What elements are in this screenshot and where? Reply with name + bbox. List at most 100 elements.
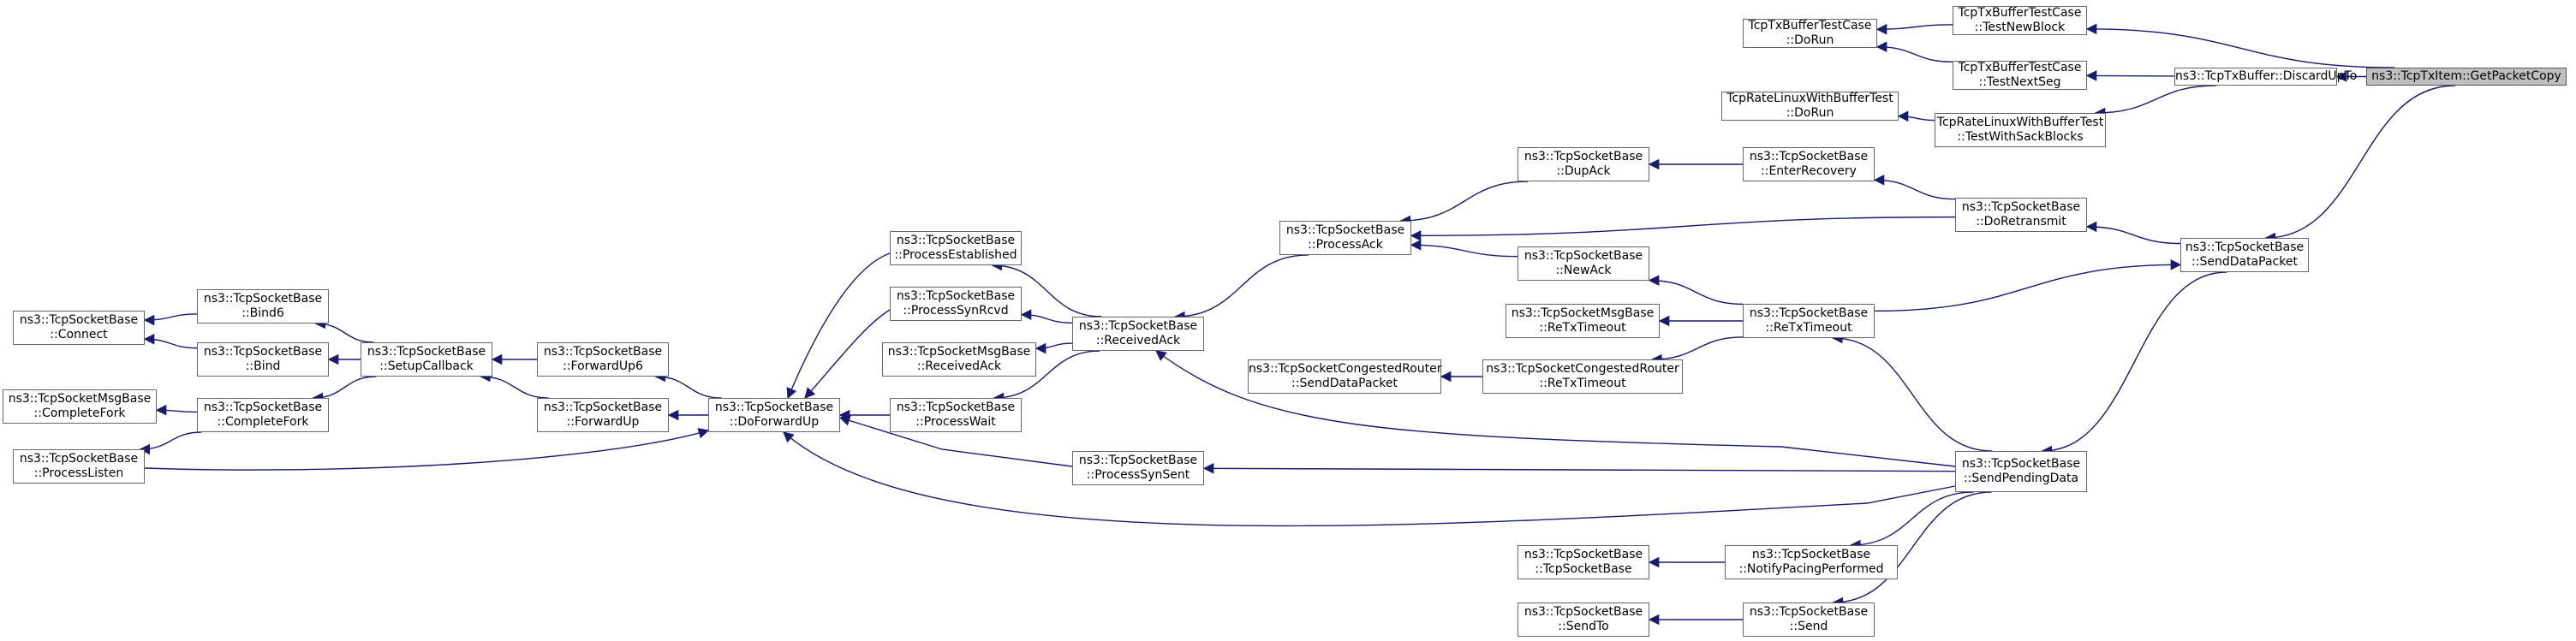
- edge-forwardup6-to-doforwardup: [654, 371, 722, 399]
- graph-node-sendpendingdata[interactable]: ns3::TcpSocketBase::SendPendingData: [1955, 451, 2087, 492]
- edge-send-to-sendpendingdata: [1832, 491, 1992, 608]
- graph-node-label: ns3::TcpSocketBase: [1078, 454, 1198, 467]
- graph-node-label: ::EnterRecovery: [1761, 164, 1857, 178]
- graph-node-processsynsent[interactable]: ns3::TcpSocketBase::ProcessSynSent: [1072, 451, 1204, 485]
- graph-node-label: TcpTxBufferTestCase: [1958, 6, 2082, 20]
- graph-node-label: ::ProcessAck: [1308, 238, 1383, 252]
- edge-senddatapacket-to-retxtimeout: [1874, 259, 2182, 312]
- edge-doforwardup-to-processsynsent: [838, 415, 1073, 467]
- graph-node-testnextseg[interactable]: TcpTxBufferTestCase::TestNextSeg: [1953, 61, 2087, 90]
- graph-node-newack[interactable]: ns3::TcpSocketBase::NewAck: [1518, 246, 1649, 281]
- edge-sendpendingdata-to-senddatapacket: [2041, 271, 2227, 457]
- graph-node-label: ::ReTxTimeout: [1765, 321, 1852, 335]
- graph-node-label: ns3::TcpSocketBase: [19, 313, 139, 327]
- graph-node-doforwardup[interactable]: ns3::TcpSocketBase::DoForwardUp: [708, 398, 840, 432]
- graph-node-forwardup[interactable]: ns3::TcpSocketBase::ForwardUp: [537, 398, 669, 432]
- edge-processack-to-newack: [1410, 240, 1518, 258]
- graph-node-dupack[interactable]: ns3::TcpSocketBase::DupAck: [1518, 147, 1649, 181]
- graph-node-label: ::SetupCallback: [379, 359, 474, 373]
- graph-node-label: ns3::TcpSocketBase: [203, 345, 323, 359]
- graph-node-ctor-tcpsocketbase[interactable]: ns3::TcpSocketBase::TcpSocketBase: [1518, 545, 1649, 579]
- graph-node-label: ::Send: [1789, 620, 1828, 633]
- graph-node-label: ::DoRetransmit: [1976, 215, 2066, 229]
- graph-node-label: ns3::TcpSocketBase: [1961, 457, 2081, 471]
- edge-enterrecovery-to-doretransmit: [1873, 175, 1956, 200]
- edge-processwait-to-receivedack: [993, 350, 1100, 404]
- graph-node-setupcallback[interactable]: ns3::TcpSocketBase::SetupCallback: [361, 342, 492, 377]
- graph-node-label: ns3::TcpSocketMsgBase: [1511, 306, 1655, 320]
- graph-node-forwardup6[interactable]: ns3::TcpSocketBase::ForwardUp6: [537, 342, 669, 377]
- graph-node-processack[interactable]: ns3::TcpSocketBase::ProcessAck: [1279, 221, 1411, 255]
- graph-node-congested-senddatapacket[interactable]: ns3::TcpSocketCongestedRouter::SendDataP…: [1248, 359, 1442, 394]
- edge-receivedack-to-sendpendingdata: [1154, 350, 1956, 467]
- edge-doforwardup-to-processsynrcvd: [804, 309, 891, 399]
- graph-node-txbuffer-dorun[interactable]: TcpTxBufferTestCase::DoRun: [1743, 19, 1877, 48]
- graph-node-label: ns3::TcpSocketBase: [896, 289, 1016, 303]
- edge-connect-to-bind6: [143, 313, 198, 326]
- graph-node-getpacketcopy: ns3::TcpTxItem::GetPacketCopy: [2366, 68, 2567, 86]
- graph-node-msgbase-completefork[interactable]: ns3::TcpSocketMsgBase::CompleteFork: [3, 389, 157, 424]
- graph-node-processsynrcvd[interactable]: ns3::TcpSocketBase::ProcessSynRcvd: [890, 287, 1022, 321]
- edge-setupcallback-to-forwardup: [480, 371, 549, 399]
- graph-node-testwithsackblocks[interactable]: TcpRateLinuxWithBufferTest::TestWithSack…: [1935, 113, 2106, 147]
- graph-node-label: ::NewAck: [1555, 264, 1612, 277]
- graph-node-label: ns3::TcpSocketBase: [1751, 548, 1871, 561]
- graph-node-ratelinux-dorun[interactable]: TcpRateLinuxWithBufferTest::DoRun: [1721, 92, 1899, 121]
- graph-node-msgbase-receivedack[interactable]: ns3::TcpSocketMsgBase::ReceivedAck: [882, 342, 1036, 377]
- graph-node-label: ns3::TcpSocketBase: [543, 345, 663, 359]
- graph-node-msgbase-retxtimeout[interactable]: ns3::TcpSocketMsgBase::ReTxTimeout: [1506, 304, 1660, 338]
- edge-retxtimeout-to-sendpendingdata: [1831, 332, 1993, 452]
- graph-node-label: ::TestNewBlock: [1974, 21, 2066, 34]
- edge-processack-to-doretransmit: [1410, 216, 1956, 241]
- graph-node-label: ns3::TcpSocketBase: [1078, 319, 1198, 333]
- graph-node-processlisten[interactable]: ns3::TcpSocketBase::ProcessListen: [13, 449, 145, 484]
- graph-node-label: ::Bind: [245, 359, 281, 373]
- graph-node-enterrecovery[interactable]: ns3::TcpSocketBase::EnterRecovery: [1743, 147, 1875, 181]
- graph-node-processestablished[interactable]: ns3::TcpSocketBase::ProcessEstablished: [890, 231, 1022, 265]
- graph-node-testnewblock[interactable]: TcpTxBufferTestCase::TestNewBlock: [1953, 6, 2087, 35]
- graph-node-label: ns3::TcpSocketMsgBase: [887, 345, 1031, 359]
- edge-bind6-to-setupcallback: [314, 318, 374, 343]
- graph-node-label: ::TestWithSackBlocks: [1957, 130, 2084, 144]
- graph-node-label: ns3::TcpSocketBase: [203, 401, 323, 414]
- graph-node-completefork[interactable]: ns3::TcpSocketBase::CompleteFork: [197, 398, 329, 432]
- graph-node-send[interactable]: ns3::TcpSocketBase::Send: [1743, 602, 1875, 637]
- graph-node-label: ::TestNextSeg: [1978, 75, 2061, 89]
- graph-node-label: ::DoRun: [1786, 106, 1834, 120]
- graph-node-discardupto[interactable]: ns3::TcpTxBuffer::DiscardUpTo: [2174, 68, 2357, 86]
- edge-txbuffer-dorun-to-testnextseg: [1875, 41, 1953, 62]
- graph-node-bind6[interactable]: ns3::TcpSocketBase::Bind6: [197, 289, 329, 323]
- graph-node-label: ::DoRun: [1786, 33, 1834, 47]
- graph-node-doretransmit[interactable]: ns3::TcpSocketBase::DoRetransmit: [1955, 198, 2087, 232]
- graph-node-processwait[interactable]: ns3::TcpSocketBase::ProcessWait: [890, 398, 1022, 432]
- graph-node-label: ::Bind6: [242, 306, 284, 320]
- graph-node-receivedack[interactable]: ns3::TcpSocketBase::ReceivedAck: [1072, 317, 1204, 351]
- graph-node-congested-retxtimeout[interactable]: ns3::TcpSocketCongestedRouter::ReTxTimeo…: [1482, 359, 1683, 394]
- graph-node-label: ::ProcessSynRcvd: [903, 304, 1009, 318]
- edge-msgbase-completefork-to-completefork: [155, 404, 198, 416]
- graph-node-senddatapacket[interactable]: ns3::TcpSocketBase::SendDataPacket: [2180, 238, 2309, 272]
- graph-node-label: ::CompleteFork: [217, 415, 309, 429]
- graph-node-label: ::CompleteFork: [33, 407, 126, 420]
- graph-node-label: ns3::TcpSocketBase: [1524, 150, 1643, 163]
- graph-node-connect[interactable]: ns3::TcpSocketBase::Connect: [13, 311, 145, 345]
- graph-node-label: ::DoForwardUp: [729, 415, 820, 429]
- edge-connect-to-bind: [143, 333, 198, 349]
- graph-node-label: ::TcpSocketBase: [1535, 562, 1632, 576]
- graph-node-notifypacingperformed[interactable]: ns3::TcpSocketBase::NotifyPacingPerforme…: [1725, 545, 1898, 579]
- graph-node-retxtimeout[interactable]: ns3::TcpSocketBase::ReTxTimeout: [1743, 304, 1875, 338]
- graph-node-label: ns3::TcpSocketBase: [1749, 306, 1869, 320]
- graph-node-label: TcpRateLinuxWithBufferTest: [1726, 92, 1893, 105]
- graph-node-sendto[interactable]: ns3::TcpSocketBase::SendTo: [1518, 602, 1649, 637]
- graph-node-label: ns3::TcpSocketBase: [203, 292, 323, 306]
- graph-node-label: ::ReceivedAck: [1095, 334, 1181, 347]
- edge-newack-to-retxtimeout: [1648, 275, 1744, 306]
- graph-node-label: ns3::TcpSocketBase: [1524, 605, 1643, 619]
- edge-processestablished-to-receivedack: [991, 259, 1102, 318]
- edge-notifypacingperformed-to-sendpendingdata: [1849, 491, 1974, 551]
- graph-node-label: ns3::TcpSocketMsgBase: [8, 392, 152, 406]
- graph-node-bind[interactable]: ns3::TcpSocketBase::Bind: [197, 342, 329, 377]
- graph-node-label: ns3::TcpSocketBase: [1524, 548, 1643, 561]
